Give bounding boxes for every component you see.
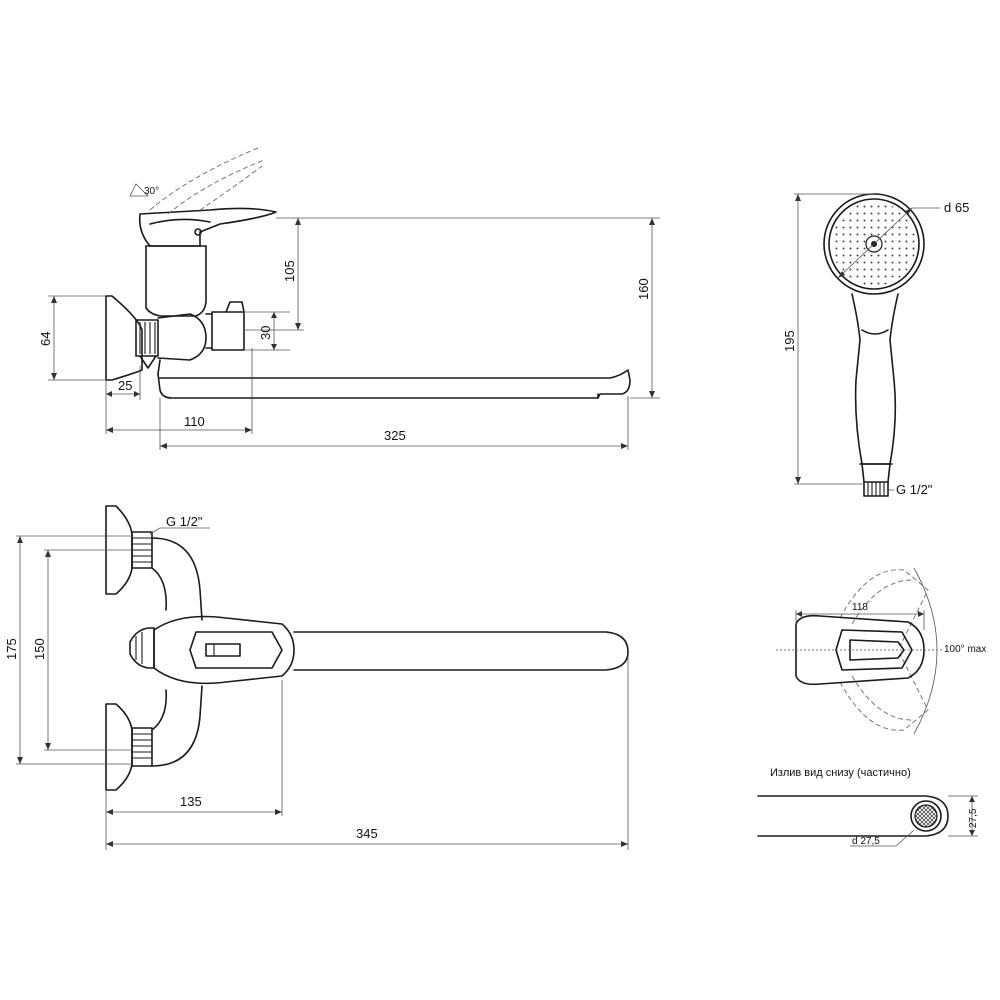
side-handle — [138, 207, 277, 247]
handle-rotation-view: 118 100° max — [776, 567, 986, 735]
side-connector — [157, 313, 207, 361]
spout-diameter-label: d 27,5 — [852, 836, 880, 847]
top-dim-175: 175 — [4, 638, 19, 660]
top-nut-lower — [131, 727, 153, 767]
side-nut — [135, 319, 159, 357]
top-flange-lower — [105, 703, 133, 791]
side-diverter — [211, 311, 245, 351]
shower-handle — [851, 293, 899, 465]
top-dim-135: 135 — [180, 794, 202, 809]
top-thread-label: G 1/2" — [166, 514, 203, 529]
side-dim-64: 64 — [38, 332, 53, 346]
side-spout — [157, 369, 631, 399]
top-view: G 1/2" 175 150 135 345 — [4, 505, 629, 850]
side-angle-label: 30° — [144, 186, 159, 197]
side-flange — [105, 295, 143, 381]
top-spout — [293, 631, 629, 671]
top-body — [151, 537, 203, 767]
top-dim-345: 345 — [356, 826, 378, 841]
top-handle — [153, 615, 295, 685]
side-dim-25: 25 — [118, 378, 132, 393]
top-dim-150: 150 — [32, 638, 47, 660]
shower-view: d 65 195 G 1/2" — [782, 193, 969, 497]
spout-bottom-caption: Излив вид снизу (частично) — [770, 767, 911, 779]
side-dim-160: 160 — [636, 278, 651, 300]
side-view: 30° 105 30 160 64 25 — [38, 147, 660, 450]
spout-height-label: 27,5 — [968, 808, 979, 828]
shower-thread-label: G 1/2" — [896, 482, 933, 497]
spout-bottom-view: Излив вид снизу (частично) 27,5 d 27,5 — [757, 767, 979, 847]
handle-width-label: 118 — [852, 602, 868, 613]
shower-diameter-label: d 65 — [944, 200, 969, 215]
side-dim-110: 110 — [184, 414, 205, 429]
side-handle-raised — [149, 147, 259, 211]
shower-height-label: 195 — [782, 330, 797, 352]
spout-bottom-outline — [757, 795, 949, 837]
handle-angle-label: 100° max — [944, 644, 986, 655]
side-dim-325: 325 — [384, 428, 406, 443]
side-dim-105: 105 — [282, 260, 297, 282]
side-body — [145, 245, 207, 317]
spout-aerator — [910, 800, 942, 832]
side-dim-30: 30 — [258, 326, 273, 340]
